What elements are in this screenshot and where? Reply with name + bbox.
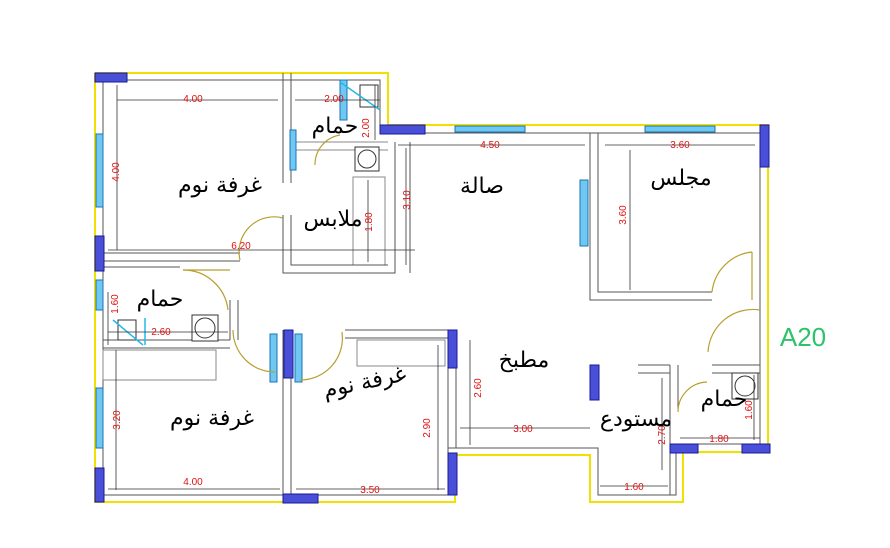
dim-majlis-depth: 3.60 — [618, 205, 629, 225]
label-storage: مستودع — [600, 407, 672, 432]
dim-storage-depth: 2.70 — [657, 425, 668, 445]
dim-bedroom-top-width: 4.00 — [183, 94, 203, 105]
label-kitchen: مطبخ — [499, 348, 550, 373]
windows — [95, 79, 716, 449]
dim-bath-top-depth: 2.00 — [361, 118, 372, 138]
dim-bedroom-bottom-depth: 3.20 — [112, 410, 123, 430]
dim-bath-right-depth: 1.60 — [744, 400, 755, 420]
dim-closet-depth: 1.80 — [364, 212, 375, 232]
dim-hall-width: 4.50 — [480, 140, 500, 151]
label-bath-top: حمام — [312, 114, 359, 139]
columns — [94, 72, 771, 504]
dim-bath-top-width: 2.00 — [324, 94, 344, 105]
dim-bedroom-middle-depth: 2.90 — [422, 418, 433, 438]
dim-bath-right-width: 1.80 — [709, 434, 729, 445]
dim-bedroom-top-depth: 4.00 — [111, 162, 122, 182]
dimension-lines — [107, 85, 760, 490]
dim-bath-left-width: 2.60 — [151, 327, 171, 338]
dim-kitchen-depth: 2.60 — [473, 378, 484, 398]
dimension-texts: 4.00 4.00 2.00 2.00 1.80 4.50 3.10 3.60 … — [110, 94, 755, 496]
label-closet: ملابس — [303, 207, 362, 232]
dim-storage-width: 1.60 — [624, 482, 644, 493]
room-labels: غرفة نوم حمام ملابس صالة مجلس حمام غرفة … — [137, 114, 748, 432]
dim-bedroom-middle-width: 3.50 — [360, 485, 380, 496]
label-majlis: مجلس — [650, 166, 711, 191]
dim-corridor-length: 6.20 — [231, 241, 251, 252]
label-bedroom-middle: غرفة نوم — [321, 362, 408, 404]
dim-majlis-width: 3.60 — [670, 140, 690, 151]
label-bedroom-top: غرفة نوم — [178, 173, 262, 198]
plan-code-label: A20 — [780, 322, 826, 352]
dim-hall-depth: 3.10 — [402, 190, 413, 210]
doors — [182, 134, 761, 413]
dim-bedroom-bottom-width: 4.00 — [183, 477, 203, 488]
label-bath-right: حمام — [701, 387, 748, 412]
label-bath-left: حمام — [137, 287, 184, 312]
label-bedroom-bottom: غرفة نوم — [170, 406, 254, 431]
dim-bath-left-depth: 1.60 — [110, 294, 121, 314]
dim-kitchen-width: 3.00 — [513, 424, 533, 435]
label-hall: صالة — [460, 174, 504, 199]
fixtures — [112, 81, 759, 400]
